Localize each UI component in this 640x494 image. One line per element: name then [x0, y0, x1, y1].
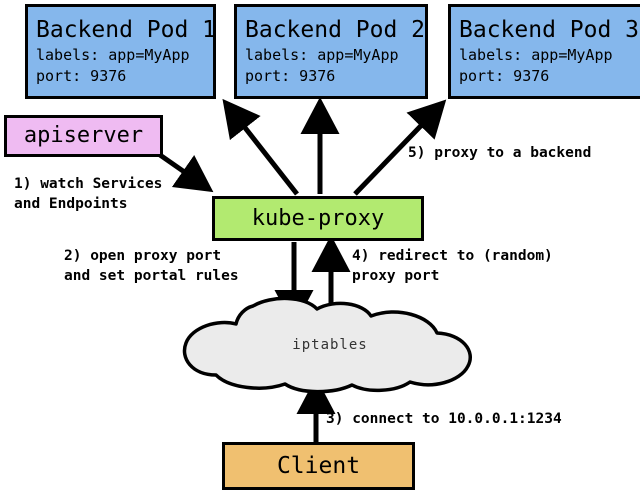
pod-labels: labels: app=MyApp	[459, 45, 613, 64]
kube-proxy-box[interactable]: kube-proxy	[212, 196, 424, 241]
step-5-caption: 5) proxy to a backend	[408, 145, 592, 161]
step-4-caption: 4) redirect to (random) proxy port	[352, 248, 553, 284]
kube-proxy-label: kube-proxy	[251, 205, 385, 231]
step-1-caption: 1) watch Services and Endpoints	[14, 176, 163, 212]
pod-labels: labels: app=MyApp	[245, 45, 399, 64]
pod-title: Backend Pod 2	[245, 16, 426, 43]
backend-pod-3-box[interactable]: Backend Pod 3 labels: app=MyApp port: 93…	[448, 4, 640, 99]
pod-port: port: 9376	[459, 66, 550, 85]
iptables-label: iptables	[292, 337, 368, 353]
client-label: Client	[276, 453, 361, 479]
pod-port: port: 9376	[36, 66, 127, 85]
backend-pod-2-box[interactable]: Backend Pod 2 labels: app=MyApp port: 93…	[234, 4, 428, 99]
iptables-cloud[interactable]: iptables	[185, 300, 475, 390]
client-box[interactable]: Client	[222, 442, 415, 490]
backend-pod-1-box[interactable]: Backend Pod 1 labels: app=MyApp port: 93…	[25, 4, 216, 99]
pod-labels: labels: app=MyApp	[36, 45, 190, 64]
step-2-caption: 2) open proxy port and set portal rules	[64, 248, 239, 284]
pod-port: port: 9376	[245, 66, 336, 85]
pod-title: Backend Pod 3	[459, 16, 640, 43]
step-3-caption: 3) connect to 10.0.0.1:1234	[326, 411, 562, 427]
pod-title: Backend Pod 1	[36, 16, 217, 43]
arrow-apiserver-to-kubeproxy	[158, 152, 214, 193]
apiserver-label: apiserver	[23, 123, 144, 148]
apiserver-box[interactable]: apiserver	[4, 115, 163, 157]
arrow-kubeproxy-to-pod1	[222, 98, 299, 196]
